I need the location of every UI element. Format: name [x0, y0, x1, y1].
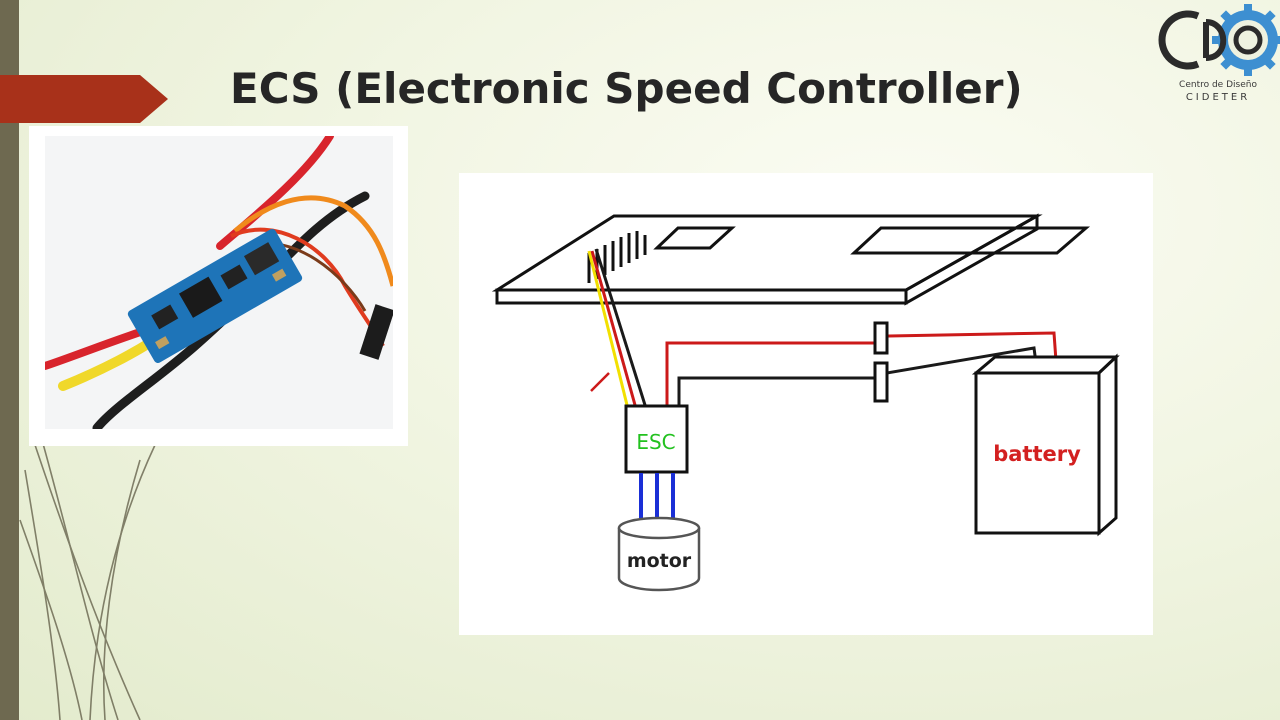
logo-caption-line2: CIDETER: [1185, 92, 1251, 103]
title-arrow-shape: [0, 75, 168, 123]
esc-wiring-diagram: battery ESC motor: [491, 213, 1120, 592]
esc-photo: [45, 136, 393, 429]
left-accent-bar: [0, 0, 19, 720]
motor-wires: [639, 473, 675, 518]
esc-label: ESC: [636, 430, 675, 454]
loose-red-wire: [590, 372, 610, 392]
signal-wires: [587, 248, 647, 406]
esc-photo-frame: [29, 126, 408, 446]
slide-title: ECS (Electronic Speed Controller): [230, 64, 1023, 113]
esc-wiring-diagram-frame: battery ESC motor: [459, 173, 1153, 635]
esc-box: [624, 404, 689, 474]
connectors: [873, 321, 889, 403]
battery-label: battery: [993, 442, 1081, 466]
cideter-logo: [1158, 4, 1280, 76]
battery-box: [971, 353, 1120, 537]
motor-label: motor: [627, 550, 692, 572]
motor-cylinder: [617, 516, 701, 592]
flight-controller-board: [491, 213, 1091, 306]
logo-caption-line1: Centro de Diseño: [1179, 80, 1257, 90]
